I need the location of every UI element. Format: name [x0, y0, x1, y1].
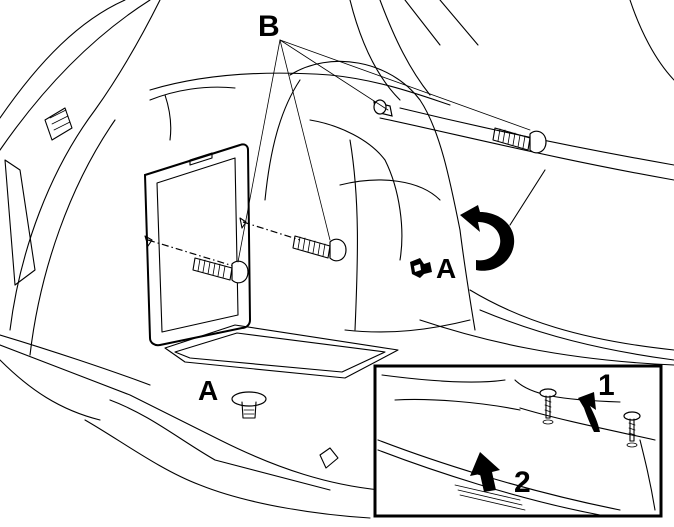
- floor-clip-icon: [231, 391, 267, 419]
- label-b-leaders: [237, 39, 531, 263]
- screw-icon: [623, 411, 641, 448]
- label-a-floor: A: [198, 375, 218, 406]
- curved-arrow-icon: [578, 392, 600, 432]
- up-arrow-icon: [470, 452, 500, 492]
- access-panel: [143, 143, 399, 379]
- bolt-icon: [239, 217, 347, 262]
- bolt-icon: [144, 235, 249, 284]
- clip-icon: [373, 99, 393, 117]
- label-step-1: 1: [598, 369, 615, 402]
- label-b: B: [258, 10, 280, 43]
- inset-detail: 1 2: [373, 364, 663, 518]
- curved-arrow-icon: [460, 205, 515, 271]
- push-clip-icon: [410, 258, 432, 278]
- screw-icon: [539, 388, 557, 425]
- bolt-icon: [492, 127, 547, 154]
- label-step-2: 2: [514, 466, 531, 499]
- label-a-right: A: [436, 253, 456, 284]
